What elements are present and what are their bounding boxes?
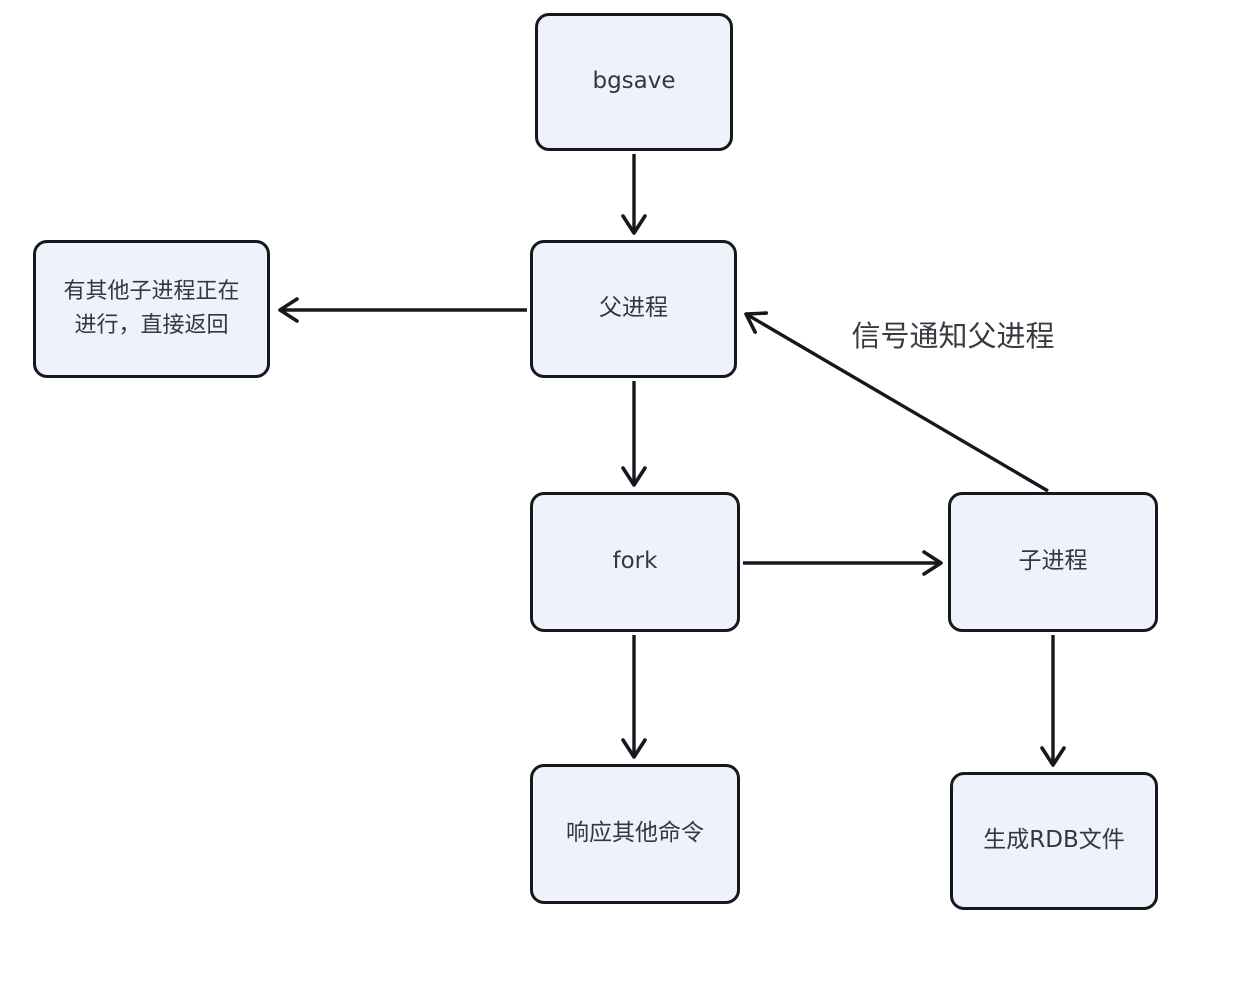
node-parent-process-label: 父进程 (599, 295, 668, 322)
node-return-direct: 有其他子进程正在进行，直接返回 (33, 240, 270, 378)
node-fork: fork (530, 492, 740, 632)
node-respond-other-commands: 响应其他命令 (530, 764, 740, 904)
node-generate-rdb-file-label: 生成RDB文件 (983, 827, 1125, 854)
node-child-process: 子进程 (948, 492, 1158, 632)
node-return-direct-label: 有其他子进程正在进行，直接返回 (63, 278, 240, 338)
node-bgsave-label: bgsave (592, 68, 676, 95)
node-generate-rdb-file: 生成RDB文件 (950, 772, 1158, 910)
node-respond-other-commands-label: 响应其他命令 (566, 820, 704, 847)
edge-label-signal-notify-parent: 信号通知父进程 (851, 319, 1055, 353)
node-child-process-label: 子进程 (1018, 548, 1088, 575)
node-parent-process: 父进程 (530, 240, 737, 378)
node-fork-label: fork (612, 548, 658, 575)
node-bgsave: bgsave (535, 13, 733, 151)
